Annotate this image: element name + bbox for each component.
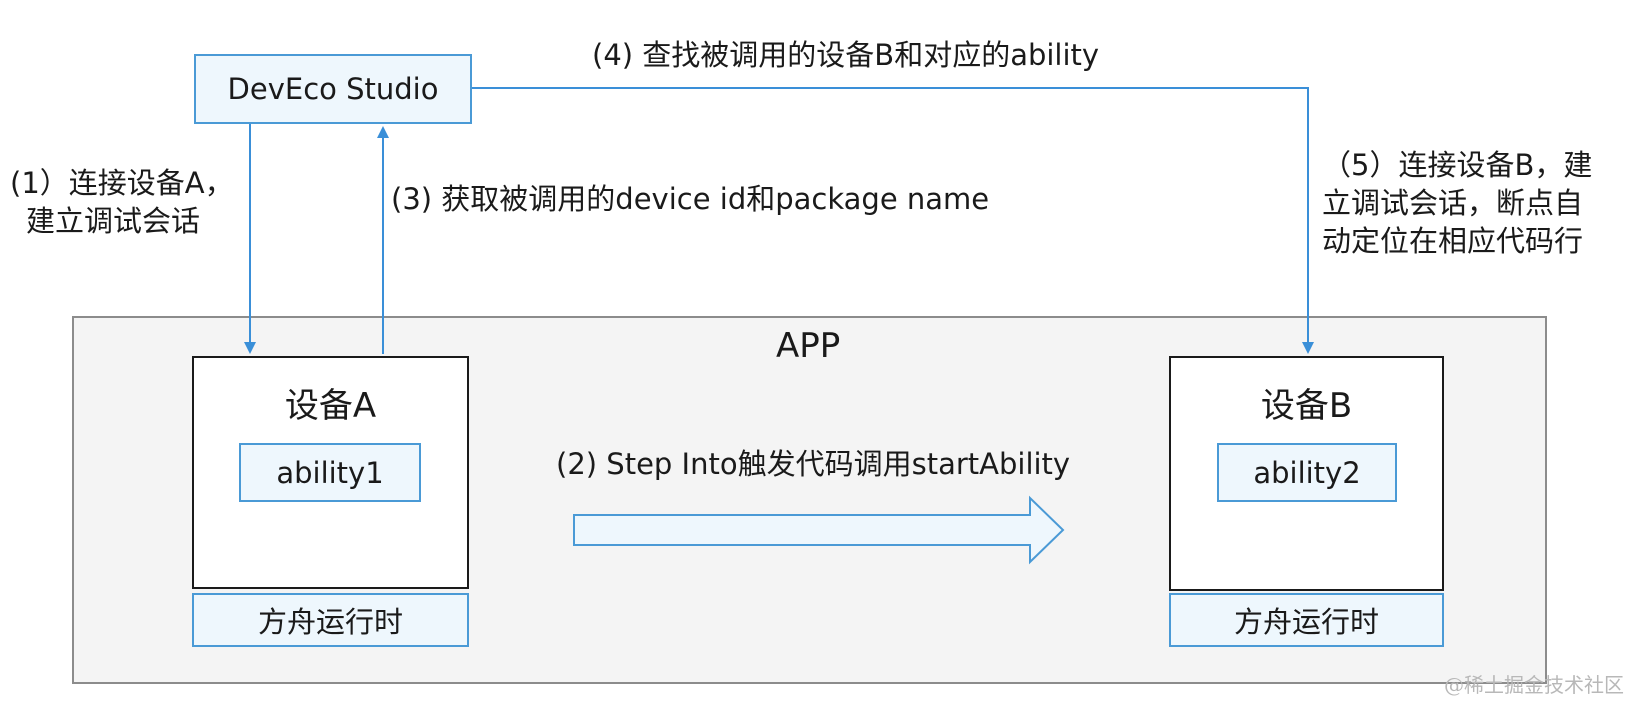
device-a-title: 设备A (284, 386, 377, 426)
block-arrow-step2 (573, 495, 1065, 565)
ability2-label: ability2 (1253, 455, 1361, 490)
device-a-runtime-label: 方舟运行时 (257, 605, 403, 639)
step5-label-line2: 立调试会话，断点自 (1322, 186, 1584, 220)
step4-label: (4) 查找被调用的设备B和对应的ability (592, 38, 1100, 72)
step5-label-line1: （5）连接设备B，建 (1322, 148, 1593, 182)
step5-label-line3: 动定位在相应代码行 (1322, 224, 1584, 258)
app-title: APP (776, 326, 841, 366)
arrow-step4-5 (472, 87, 1314, 354)
ability1-box: ability1 (239, 443, 421, 502)
ability1-label: ability1 (276, 455, 384, 490)
step1-label-line2: 建立调试会话 (26, 204, 201, 238)
ability2-box: ability2 (1217, 443, 1397, 502)
step3-label: (3) 获取被调用的device id和package name (391, 182, 990, 216)
device-b-runtime-box: 方舟运行时 (1169, 593, 1444, 647)
device-a-runtime-box: 方舟运行时 (192, 593, 469, 647)
watermark: @稀土掘金技术社区 (1444, 673, 1624, 697)
step2-label: (2) Step Into触发代码调用startAbility (556, 447, 1071, 481)
device-b-title: 设备B (1260, 386, 1353, 426)
step1-label-line1: (1）连接设备A， (10, 166, 234, 200)
deveco-studio-box: DevEco Studio (194, 54, 472, 124)
deveco-studio-label: DevEco Studio (227, 72, 439, 106)
device-b-runtime-label: 方舟运行时 (1233, 605, 1379, 639)
